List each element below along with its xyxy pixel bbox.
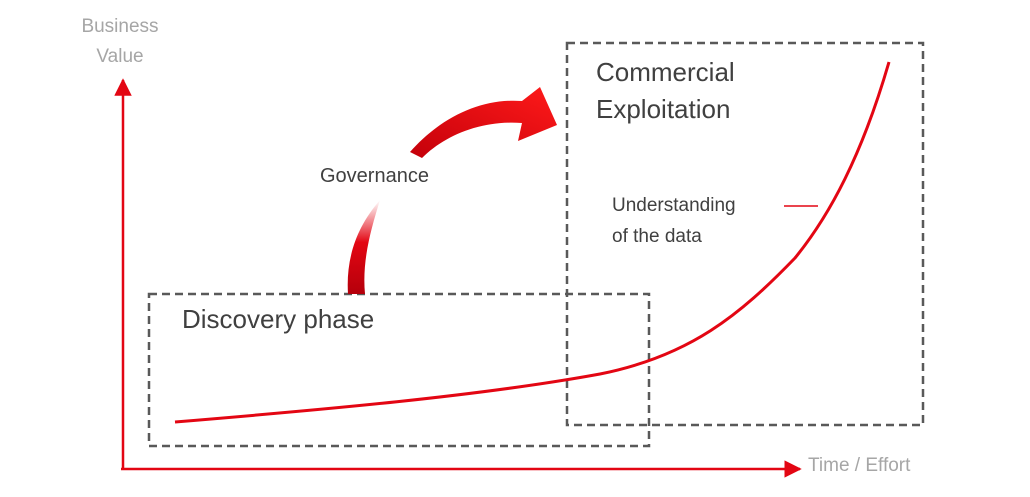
y-axis-label: Business Value — [62, 12, 178, 72]
commercial-title-line2: Exploitation — [596, 94, 731, 124]
understanding-label-line2: of the data — [612, 226, 702, 247]
y-axis-label-line2: Value — [96, 46, 144, 67]
understanding-curve — [174, 61, 891, 424]
commercial-exploitation-title: Commercial Exploitation — [596, 54, 735, 128]
understanding-label-line1: Understanding — [612, 195, 736, 216]
y-axis-label-line1: Business — [81, 16, 159, 37]
governance-arrow — [410, 87, 557, 158]
x-axis-label: Time / Effort — [808, 455, 911, 476]
commercial-exploitation-box — [565, 41, 925, 427]
discovery-phase-title: Discovery phase — [182, 304, 375, 334]
governance-stem — [347, 200, 380, 294]
commercial-title-line1: Commercial — [596, 57, 735, 87]
discovery-phase-box — [147, 292, 651, 448]
understanding-label: Understanding of the data — [612, 190, 736, 252]
governance-label: Governance — [320, 165, 429, 187]
